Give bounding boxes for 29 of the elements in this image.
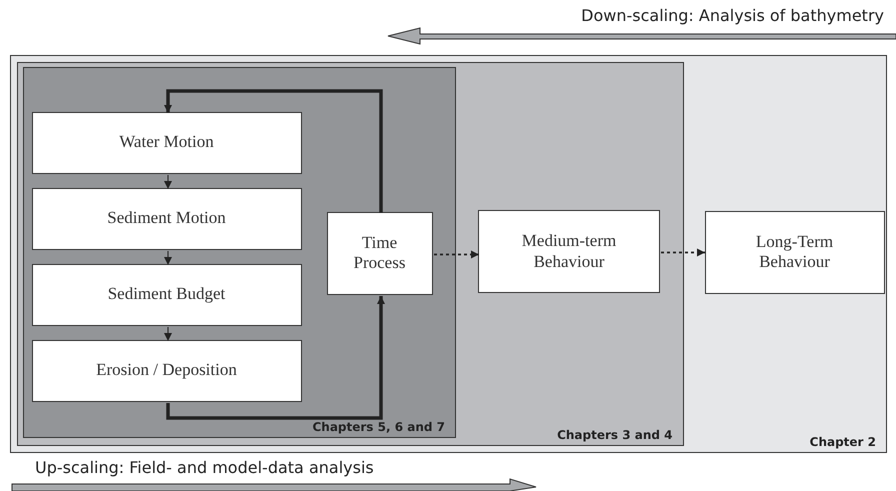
box-label: Time Process: [352, 232, 406, 274]
arrow: [434, 250, 479, 258]
box-label: Medium-term Behaviour: [520, 231, 618, 272]
chapter-label: Chapters 3 and 4: [557, 428, 672, 442]
chapter-label: Chapter 2: [810, 435, 876, 449]
process-box: [32, 264, 302, 326]
process-box: [326, 212, 432, 294]
process-box: [478, 210, 660, 293]
box-label: Erosion / Deposition: [96, 360, 237, 381]
box-label: Water Motion: [119, 132, 214, 153]
chapter-panel: [23, 67, 456, 438]
chapter-label: Chapters 5, 6 and 7: [312, 420, 445, 434]
arrow: [164, 326, 172, 342]
process-box: [32, 340, 302, 402]
scaling-label: Up-scaling: Field- and model-data analysis: [35, 458, 374, 477]
chapter-panel: [16, 62, 684, 446]
box-label: Sediment Motion: [107, 208, 226, 229]
process-box: [32, 188, 302, 250]
scaling-label: Down-scaling: Analysis of bathymetry: [581, 6, 884, 25]
arrow: [661, 248, 705, 256]
arrow: [164, 89, 383, 213]
box-label: Long-Term Behaviour: [754, 232, 834, 272]
arrow: [164, 250, 172, 266]
arrow: [164, 174, 172, 190]
process-box: [704, 210, 884, 294]
arrow: [166, 296, 385, 420]
process-box: [32, 112, 302, 174]
chapter-panel: [10, 55, 887, 453]
box-label: Sediment Budget: [108, 284, 226, 305]
